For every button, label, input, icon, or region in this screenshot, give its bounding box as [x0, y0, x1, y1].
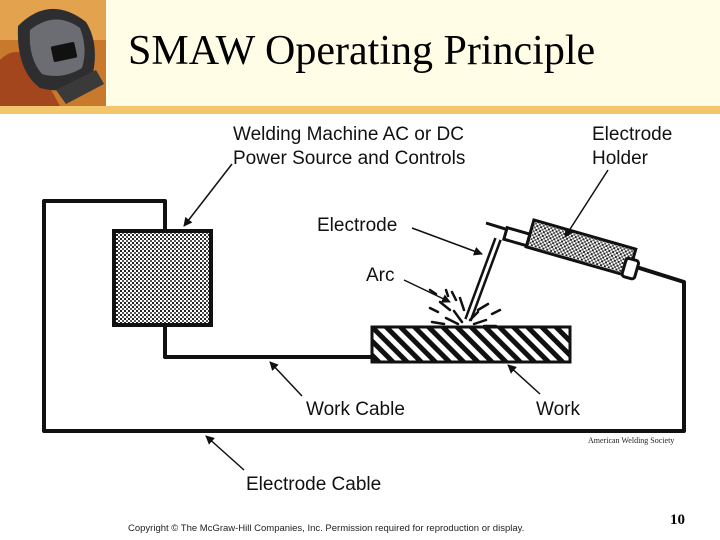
electrode-cable-label: Electrode Cable [246, 474, 381, 495]
arc-sparks [428, 288, 502, 328]
electrode-arrow [411, 227, 483, 256]
slide-title: SMAW Operating Principle [128, 28, 596, 74]
header-bar [0, 0, 720, 106]
electrode-cable-arrow [205, 435, 245, 471]
welder-helmet-icon [0, 0, 106, 106]
smaw-diagram: Welding Machine AC or DC Power Source an… [42, 124, 686, 495]
holder-label-line1: Electrode [592, 124, 672, 145]
arc-arrow [403, 279, 451, 303]
power-source-label-line1: Welding Machine AC or DC [233, 124, 464, 145]
image-credit: American Welding Society [588, 436, 674, 445]
copyright-notice: Copyright © The McGraw-Hill Companies, I… [128, 523, 525, 534]
work-cable-label: Work Cable [306, 399, 405, 420]
holder-label-line2: Holder [592, 148, 649, 169]
header-rule [0, 106, 720, 114]
holder-arrow [564, 169, 609, 238]
power-source-arrow [183, 163, 233, 227]
work-arrow [507, 364, 541, 395]
welding-machine [112, 229, 213, 327]
arc-label: Arc [366, 265, 395, 286]
electrode-rod [464, 237, 502, 322]
work-label: Work [536, 399, 580, 420]
electrode-holder [485, 218, 640, 281]
electrode-cable [42, 199, 686, 433]
page-number: 10 [670, 512, 685, 528]
power-source-label-line2: Power Source and Controls [233, 148, 465, 169]
electrode-label: Electrode [317, 215, 397, 236]
workpiece [370, 325, 572, 364]
work-cable-arrow [269, 361, 303, 397]
